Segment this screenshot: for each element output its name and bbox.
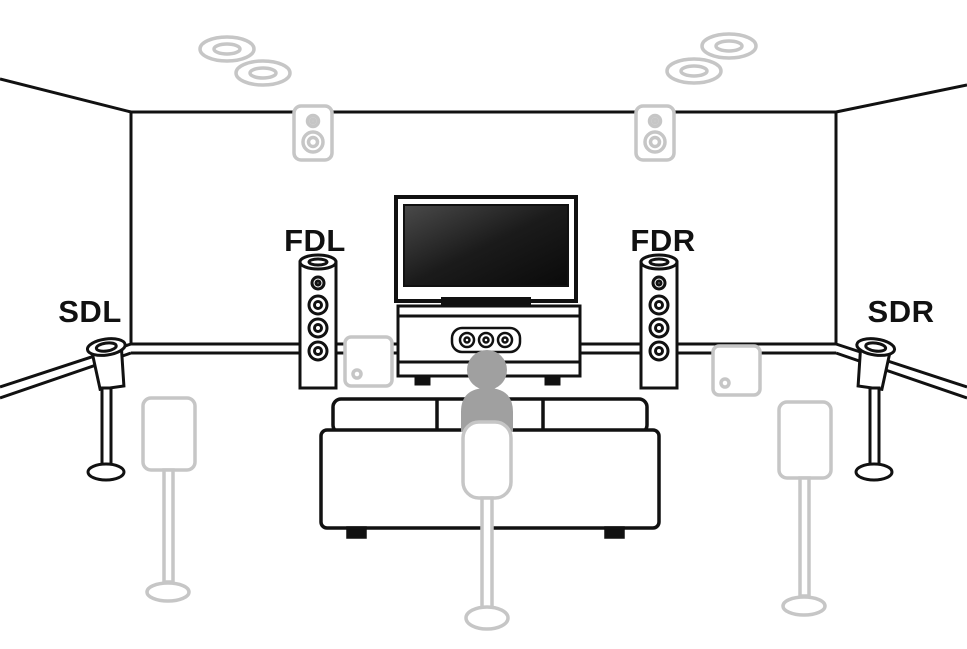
height-speaker-left-icon [292, 104, 334, 162]
surround-dolby-right-speaker [854, 337, 897, 482]
ceiling-speaker-left-icon [198, 35, 292, 87]
front-dolby-right-speaker [639, 253, 679, 390]
ceiling-speaker-right-icon [665, 32, 758, 85]
surround-dolby-left-speaker [85, 337, 127, 482]
front-dolby-right-label: FDR [630, 223, 695, 258]
surround-back-speaker-icon [461, 420, 513, 631]
listener-icon [461, 350, 513, 432]
height-speaker-right-icon [634, 104, 676, 162]
surround-dolby-right-label: SDR [868, 294, 935, 329]
surround-dolby-left-label: SDL [58, 294, 122, 329]
surround-speaker-left-icon [141, 396, 197, 603]
center-speaker-icon [450, 326, 522, 354]
surround-speaker-right-icon [777, 400, 833, 617]
front-dolby-left-speaker [298, 253, 338, 390]
subwoofer-left-icon [343, 335, 394, 388]
front-dolby-left-label: FDL [284, 223, 346, 258]
subwoofer-right-icon [711, 344, 762, 397]
room-outline [0, 77, 967, 344]
tv-icon [394, 195, 578, 306]
